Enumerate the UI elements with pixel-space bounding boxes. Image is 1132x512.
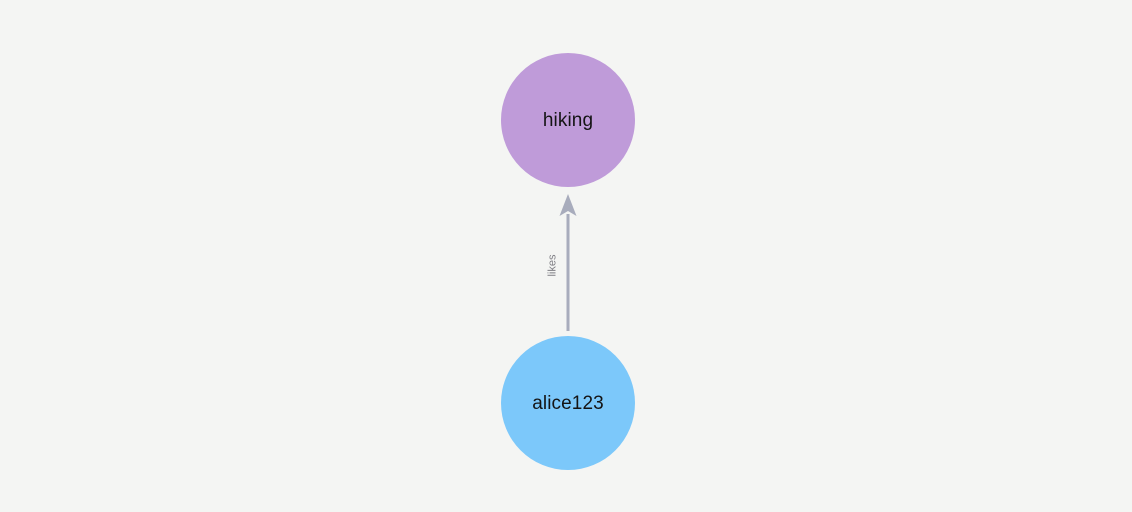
graph-node-alice123[interactable]: alice123	[501, 336, 635, 470]
graph-node-label: hiking	[542, 109, 594, 131]
edge-arrowhead-icon	[559, 194, 577, 216]
graph-node-label: alice123	[532, 392, 604, 414]
graph-node-hiking[interactable]: hiking	[501, 53, 635, 187]
graph-edge-alice123-likes-hiking[interactable]	[559, 194, 577, 331]
